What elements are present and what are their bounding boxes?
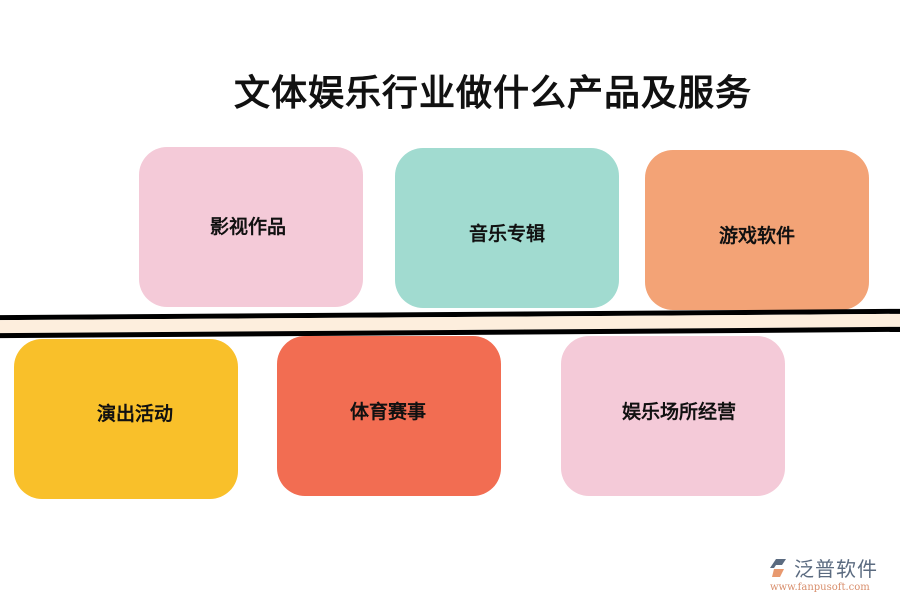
page-title: 文体娱乐行业做什么产品及服务 (233, 73, 752, 114)
card-label: 演出活动 (96, 402, 173, 425)
card-music-albums: 音乐专辑 (395, 148, 619, 308)
divider-band (0, 308, 900, 339)
card-label: 音乐专辑 (468, 222, 545, 245)
watermark-brand: 泛普软件 (794, 557, 878, 581)
card-label: 游戏软件 (718, 224, 795, 247)
watermark-url: www.fanpusoft.com (770, 582, 870, 593)
card-label: 体育赛事 (349, 400, 426, 423)
card-game-software: 游戏软件 (645, 150, 869, 310)
card-performances: 演出活动 (14, 339, 238, 499)
watermark-logo: 泛普软件 www.fanpusoft.com (768, 553, 893, 595)
fanpu-logo-icon (770, 558, 786, 577)
card-film-works: 影视作品 (139, 147, 363, 307)
card-label: 影视作品 (209, 215, 286, 238)
card-sports-events: 体育赛事 (277, 336, 501, 496)
card-entertainment-venues: 娱乐场所经营 (561, 336, 785, 496)
card-label: 娱乐场所经营 (621, 400, 736, 423)
